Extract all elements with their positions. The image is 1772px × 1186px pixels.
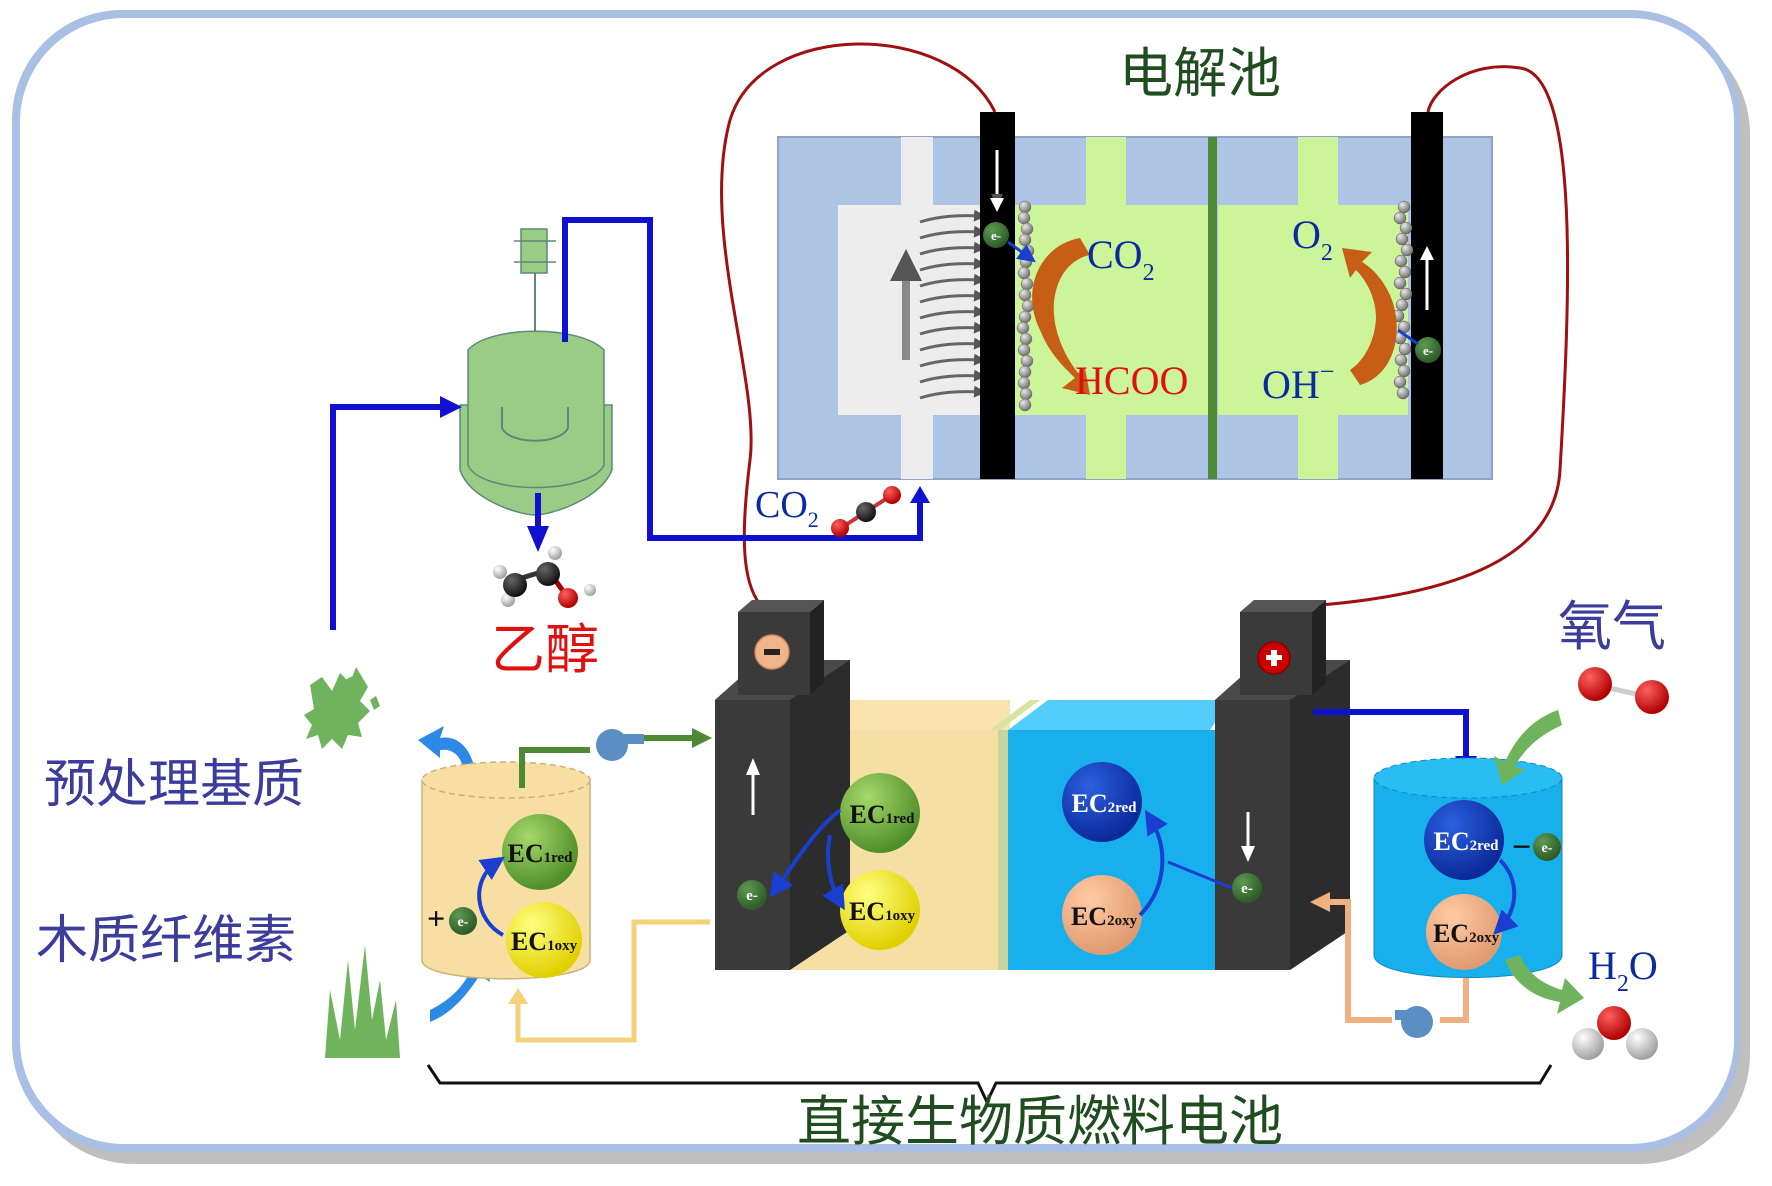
- cathode-tank-electron: e-: [1533, 833, 1561, 861]
- ec2-red-carrier-tank: EC2red: [1424, 800, 1504, 880]
- ec1-red-carrier-tank: EC1red: [502, 814, 578, 890]
- anode-electron-arrow-icon: [1420, 246, 1434, 260]
- fuel-cell-title: 直接生物质燃料电池: [797, 1090, 1283, 1153]
- electrolyzer: 电解池: [777, 42, 1493, 480]
- svg-text:EC1oxy: EC1oxy: [849, 897, 916, 926]
- svg-text:EC2red: EC2red: [1433, 827, 1499, 856]
- catholyte-inlet: [1086, 137, 1126, 479]
- fuel-cell-cathode-electron: e-: [1232, 873, 1262, 903]
- anode-tank-outlet-pipe: [519, 728, 712, 788]
- anode-oxidation-arrow-icon: [769, 808, 842, 898]
- svg-text:EC1oxy: EC1oxy: [511, 927, 578, 956]
- water-molecule-icon: [1572, 1006, 1658, 1060]
- o2-species-label: O2: [1292, 212, 1333, 266]
- pretreated-substrate-label: 预处理基质: [44, 755, 304, 815]
- svg-text:e-: e-: [1423, 343, 1433, 358]
- ec2-oxy-carrier-tank: EC2oxy: [1426, 894, 1502, 970]
- fuel-cell-anode-electron: e-: [737, 880, 767, 910]
- svg-text:e-: e-: [746, 888, 758, 904]
- anode-tank-electron-prefix: +: [427, 900, 445, 936]
- co2-species-label: CO2: [1087, 232, 1155, 286]
- gas-flow-arrows: [890, 209, 986, 400]
- anolyte-inlet: [1298, 137, 1338, 479]
- oxygen-label: 氧气: [1558, 595, 1666, 658]
- fuel-cell-anode: [715, 700, 790, 970]
- ec1-oxy-carrier: EC1oxy: [840, 870, 920, 950]
- svg-text:EC2oxy: EC2oxy: [1071, 902, 1138, 931]
- oxygen-molecule-icon: [1578, 667, 1669, 714]
- ec2-red-carrier: EC2red: [1062, 762, 1142, 842]
- svg-text:EC1red: EC1red: [507, 839, 573, 868]
- water-release-arrow-icon: [1505, 955, 1584, 1014]
- cathode-current-arrow-icon: [1241, 846, 1255, 862]
- ec2-oxy-carrier: EC2oxy: [1062, 875, 1142, 955]
- tank-oxidation-arrow-icon: [1493, 858, 1519, 935]
- wire-positive: [1274, 65, 1570, 610]
- cathode-tank-electron-prefix: −: [1512, 829, 1531, 866]
- lignocellulose-grass-icon: [325, 945, 400, 1058]
- anode-tank-electron: e-: [449, 907, 477, 935]
- oh-species-label: OH−: [1262, 357, 1334, 407]
- pump-icon: [596, 729, 644, 761]
- gas-release-arrow-icon: [418, 726, 475, 770]
- anode-catalyst-particles: [1391, 200, 1414, 400]
- membrane: [1208, 137, 1217, 479]
- svg-text:e-: e-: [458, 915, 469, 930]
- electrolyzer-cathode-electron: e-: [983, 222, 1036, 263]
- svg-text:EC2oxy: EC2oxy: [1433, 919, 1500, 948]
- svg-text:EC1red: EC1red: [849, 800, 915, 829]
- oxidation-arrow-icon: [1342, 248, 1397, 385]
- ethanol-molecule-icon: [493, 546, 596, 608]
- anode-return-pipe: [508, 919, 710, 1043]
- svg-text:e-: e-: [991, 228, 1001, 243]
- process-pipes: [330, 217, 930, 630]
- ec1-red-carrier: EC1red: [840, 773, 920, 853]
- hcoo-species-label: HCOO: [1075, 358, 1188, 403]
- negative-terminal-icon: [754, 634, 790, 670]
- fuel-cell: e- e- EC1red EC1oxy: [715, 600, 1350, 970]
- svg-text:e-: e-: [1542, 841, 1553, 856]
- pretreated-biomass-icon: [304, 667, 380, 749]
- fuel-cell-brace: [426, 1064, 1553, 1106]
- cathode-reduction-arrow-icon: [1138, 809, 1168, 917]
- svg-text:e-: e-: [1241, 881, 1253, 897]
- cathode-catalyst-particles: [1016, 200, 1035, 412]
- lignocellulose-label: 木质纤维素: [36, 911, 296, 971]
- electrolyzer-anode-electron: e-: [1397, 328, 1441, 363]
- fuel-cell-cathode: [1215, 700, 1290, 970]
- ec1-oxy-carrier-tank: EC1oxy: [506, 902, 582, 978]
- oxygen-feed-arrow-icon: [1494, 710, 1562, 785]
- anode-current-arrow-icon: [746, 758, 760, 775]
- co2-reduction-arrow-icon: [1032, 238, 1090, 395]
- ethanol-label: 乙醇: [491, 618, 599, 681]
- tank-reduction-arrow-icon: [477, 856, 505, 937]
- fuel-cell-separator: [998, 730, 1008, 970]
- cathode-pump-icon: [1395, 1006, 1433, 1038]
- fermentation-reactor: [459, 228, 613, 516]
- water-label: H2O: [1588, 943, 1658, 997]
- co2-feed-label: CO2: [755, 484, 819, 532]
- svg-text:EC2red: EC2red: [1071, 789, 1137, 818]
- positive-terminal-icon: [1257, 641, 1291, 675]
- electrolyzer-title: 电解池: [1119, 42, 1281, 105]
- feed-pipe: [330, 404, 450, 630]
- co2-molecule-icon: [831, 486, 901, 537]
- gas-outlet-pipe: [562, 217, 923, 541]
- cathode-return-pipe: [1310, 892, 1469, 1023]
